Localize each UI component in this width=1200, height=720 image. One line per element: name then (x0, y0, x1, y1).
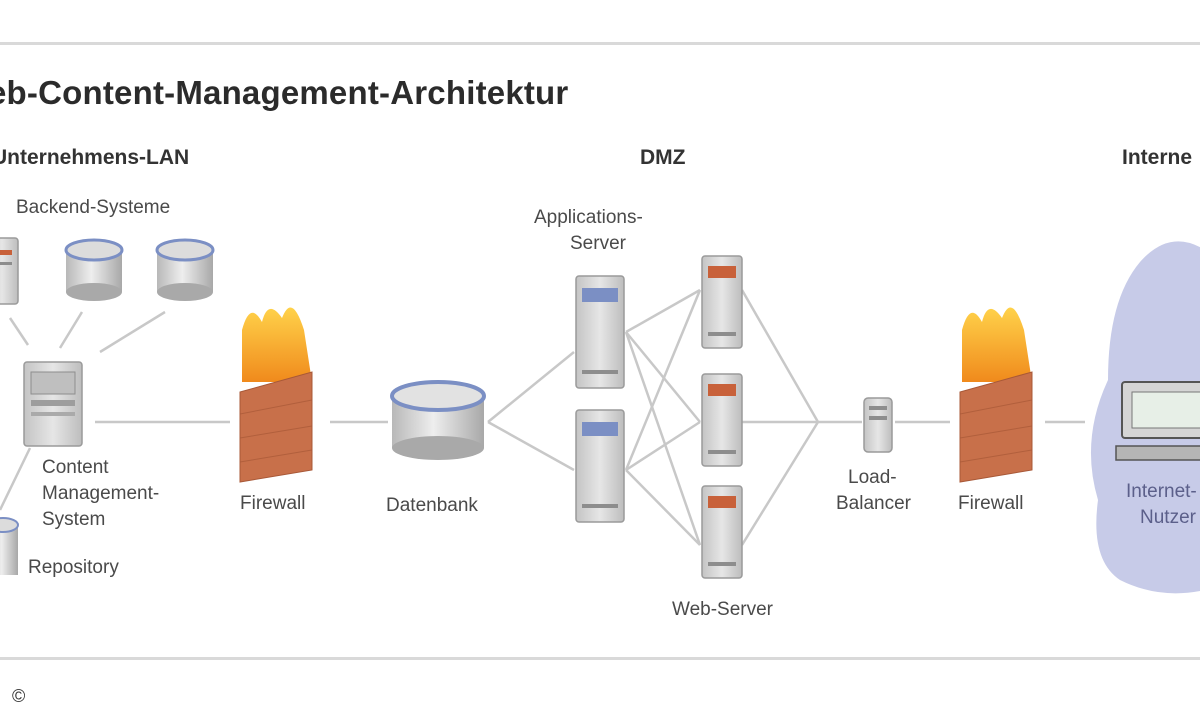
datenbank-label: Datenbank (386, 495, 478, 516)
backend-db-icon-1 (64, 238, 124, 301)
repository-db-icon (0, 517, 19, 575)
web-server-label: Web-Server (672, 599, 774, 620)
cms-label-line-1: Content (42, 457, 109, 478)
line-app2-web3 (625, 469, 701, 546)
zone-lan-label: Unternehmens-LAN (0, 146, 190, 169)
line-db-app2 (487, 420, 575, 472)
datenbank-db-icon (390, 380, 486, 460)
firewall-left-icon (239, 307, 313, 483)
backend-systems-label: Backend-Systeme (16, 197, 171, 218)
line-app1-web1 (625, 288, 701, 334)
web-server-icon-2 (701, 373, 743, 467)
bottom-rule (0, 657, 1200, 660)
line-app2-web1 (624, 289, 702, 471)
app-server-icon-2 (575, 409, 625, 523)
diagram-title: eb-Content-Management-Architektur (0, 74, 569, 111)
top-rule (0, 42, 1200, 45)
firewall-right-icon (959, 307, 1033, 483)
load-balancer-icon (863, 397, 893, 453)
connection-lines (0, 288, 1085, 546)
cms-label-line-2: Management- (42, 483, 160, 504)
app-server-icon-1 (575, 275, 625, 389)
internet-user-label-line-2: Nutzer (1140, 507, 1196, 528)
web-server-icon-3 (701, 485, 743, 579)
cms-server-icon (23, 361, 83, 447)
backend-db-icon-2 (155, 238, 215, 301)
line-web3-lb (740, 421, 820, 546)
internet-user-label-line-1: Internet- (1126, 481, 1197, 502)
app-server-label-line-1: Applications- (534, 207, 643, 228)
repository-label: Repository (28, 557, 119, 578)
line-db-app1 (487, 351, 575, 423)
app-server-label-line-2: Server (570, 233, 626, 254)
zone-internet-label: Interne (1122, 146, 1193, 169)
load-balancer-label-line-2: Balancer (836, 493, 911, 514)
load-balancer-label-line-1: Load- (848, 467, 897, 488)
line-backend2-cms (58, 311, 84, 349)
line-backend1-cms (8, 317, 30, 346)
firewall-right-label: Firewall (958, 493, 1024, 514)
line-backend3-cms (99, 310, 166, 354)
line-cms-repository (0, 447, 32, 511)
line-web1-lb (740, 289, 820, 423)
internet-user-pc-icon (1115, 381, 1200, 461)
web-server-icon-1 (701, 255, 743, 349)
cms-label-line-3: System (42, 509, 106, 530)
line-app2-web2 (625, 420, 701, 472)
zone-dmz-label: DMZ (640, 146, 686, 169)
copyright-mark: © (12, 686, 26, 706)
firewall-left-label: Firewall (240, 493, 306, 514)
backend-server-icon (0, 237, 19, 305)
line-app1-web3 (624, 331, 702, 546)
